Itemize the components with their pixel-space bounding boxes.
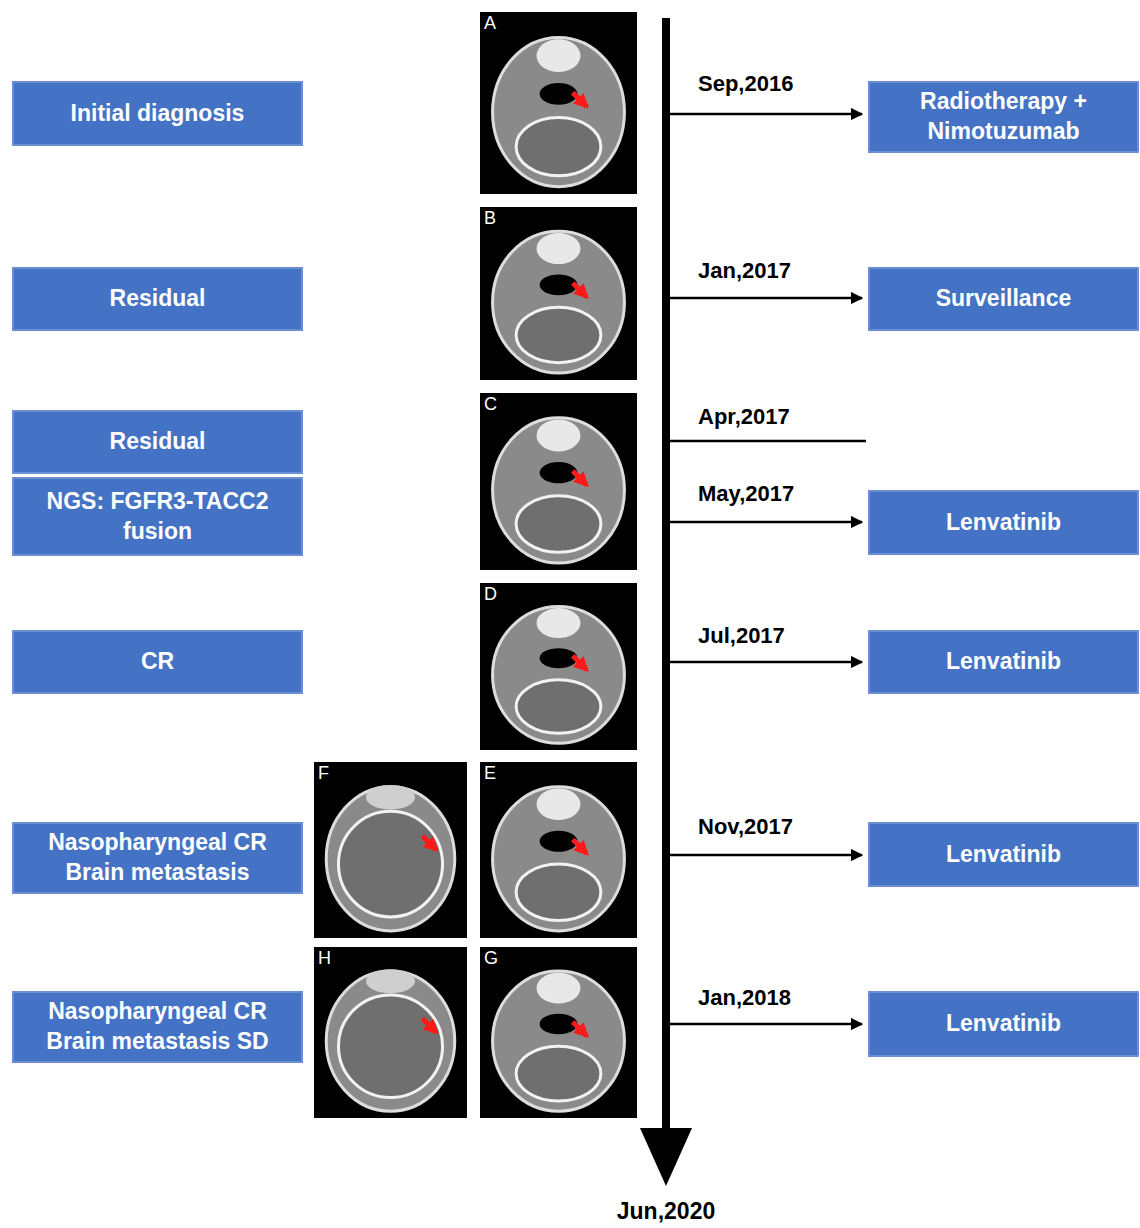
box-label: Lenvatinib [946, 508, 1061, 538]
ct-scan-image [314, 762, 467, 938]
box-label: Residual [110, 284, 206, 314]
end-date-label: Jun,2020 [617, 1198, 715, 1225]
status-box: Nasopharyngeal CR Brain metastasis [12, 822, 303, 894]
date-label: Nov,2017 [698, 814, 793, 840]
status-box: NGS: FGFR3-TACC2 fusion [12, 477, 303, 556]
ct-scan-image [480, 12, 637, 194]
panel-letter: C [484, 394, 497, 415]
status-box: Lenvatinib [868, 490, 1139, 555]
status-box: Surveillance [868, 267, 1139, 331]
box-label: Lenvatinib [946, 1009, 1061, 1039]
red-arrow [573, 93, 587, 107]
box-label: Surveillance [936, 284, 1072, 314]
timeline-arrow [670, 113, 862, 116]
box-label: NGS: FGFR3-TACC2 fusion [26, 487, 289, 547]
panel-letter: A [484, 13, 496, 34]
red-arrow [422, 1019, 436, 1033]
red-arrow [573, 471, 587, 485]
date-label: May,2017 [698, 481, 794, 507]
panel-letter: F [318, 763, 329, 784]
red-arrow [573, 1022, 587, 1036]
status-box: Residual [12, 267, 303, 331]
panel-letter: H [318, 948, 331, 969]
panel-letter: B [484, 208, 496, 229]
red-arrow [573, 840, 587, 854]
ct-scan-image [480, 207, 637, 380]
timeline-arrowhead [640, 1128, 692, 1186]
status-box: Residual [12, 410, 303, 474]
box-label: Initial diagnosis [71, 99, 245, 129]
ct-scan-image [480, 762, 637, 938]
red-arrow [573, 656, 587, 670]
box-label: Radiotherapy + Nimotuzumab [882, 87, 1125, 147]
date-label: Sep,2016 [698, 71, 793, 97]
ct-scan-image [480, 947, 637, 1118]
status-box: Radiotherapy + Nimotuzumab [868, 81, 1139, 153]
panel-letter: E [484, 763, 496, 784]
ct-scan-image [314, 947, 467, 1118]
timeline-arrow [670, 297, 862, 300]
red-arrow [573, 283, 587, 297]
box-label: CR [141, 647, 174, 677]
date-label: Apr,2017 [698, 404, 790, 430]
panel-letter: D [484, 584, 497, 605]
timeline-arrow [670, 661, 862, 664]
date-label: Jan,2017 [698, 258, 791, 284]
status-box: Lenvatinib [868, 630, 1139, 694]
ct-scan-image [480, 583, 637, 750]
box-label: Residual [110, 427, 206, 457]
status-box: CR [12, 630, 303, 694]
date-label: Jan,2018 [698, 985, 791, 1011]
status-box: Lenvatinib [868, 822, 1139, 887]
status-box: Nasopharyngeal CR Brain metastasis SD [12, 991, 303, 1063]
timeline-arrow [670, 440, 866, 443]
red-arrow [422, 836, 436, 850]
box-label: Nasopharyngeal CR Brain metastasis SD [26, 997, 289, 1057]
status-box: Lenvatinib [868, 991, 1139, 1057]
box-label: Lenvatinib [946, 647, 1061, 677]
box-label: Lenvatinib [946, 840, 1061, 870]
box-label: Nasopharyngeal CR Brain metastasis [26, 828, 289, 888]
panel-letter: G [484, 948, 498, 969]
date-label: Jul,2017 [698, 623, 785, 649]
timeline-arrow [670, 1023, 862, 1026]
timeline-arrow [670, 854, 862, 857]
status-box: Initial diagnosis [12, 81, 303, 146]
timeline-axis [662, 18, 670, 1133]
ct-scan-image [480, 393, 637, 570]
timeline-arrow [670, 521, 862, 524]
